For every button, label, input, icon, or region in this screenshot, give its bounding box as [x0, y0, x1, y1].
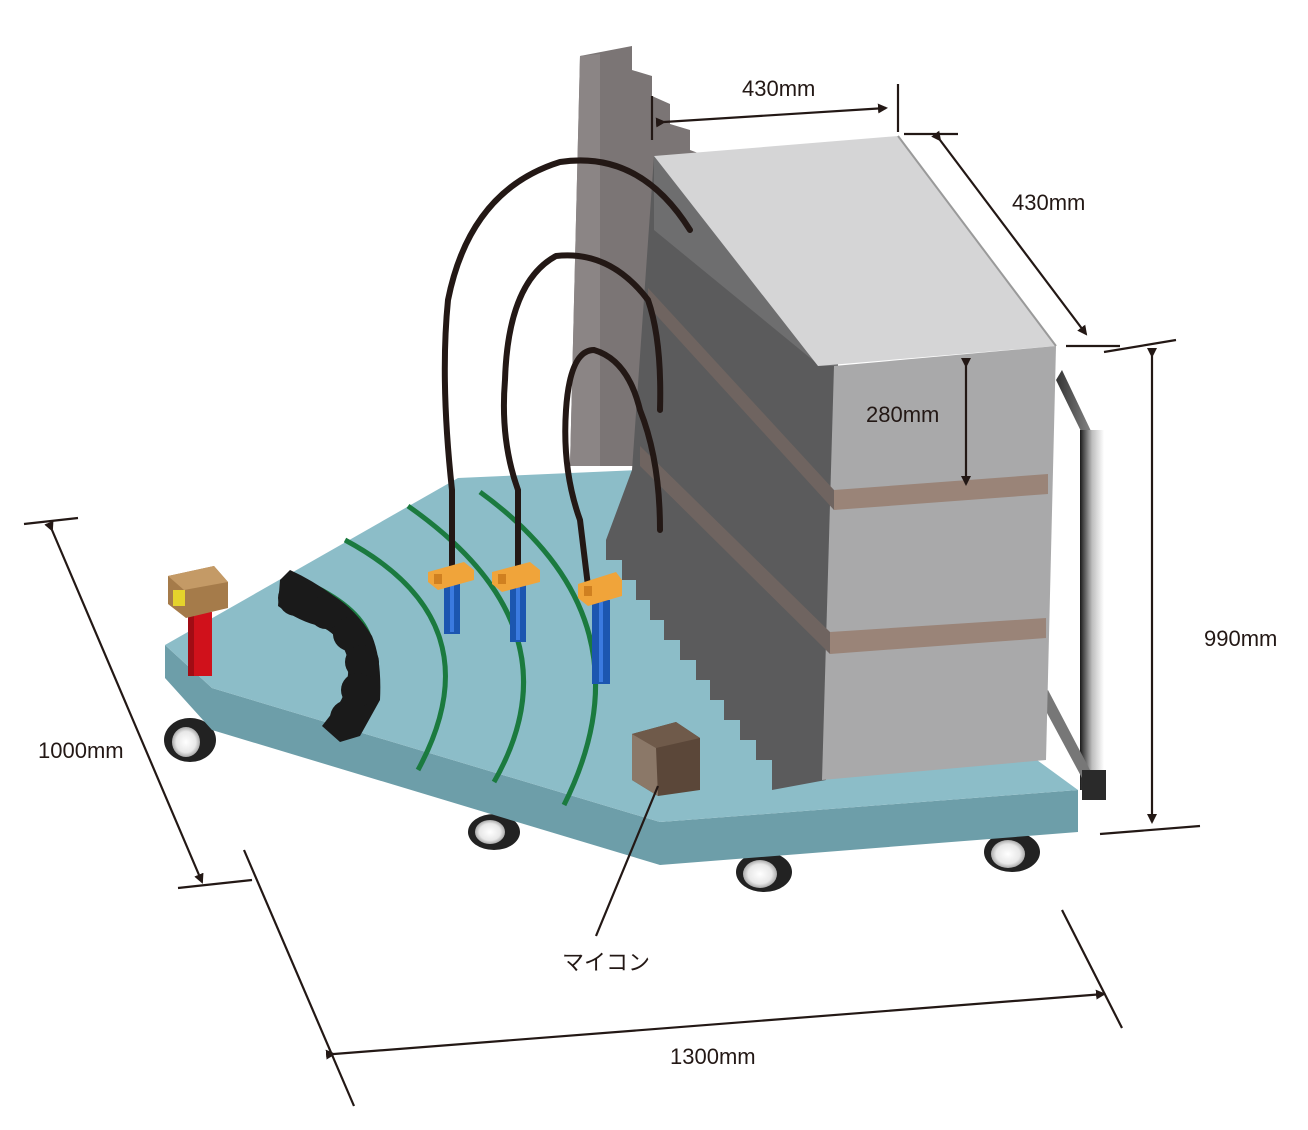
wheel-icon	[736, 852, 792, 892]
platform-edge	[165, 645, 1078, 865]
dim-label-total-height: 990mm	[1204, 626, 1277, 651]
dim-label-base-length: 1300mm	[670, 1044, 756, 1069]
cable-1	[441, 157, 693, 573]
microcontroller-box	[632, 722, 700, 796]
sensor-2	[492, 562, 540, 642]
rail-4	[478, 489, 599, 807]
dimension-lines	[23, 84, 1201, 1107]
dim-label-shelf-gap: 280mm	[866, 402, 939, 427]
wheel-icon	[984, 832, 1040, 872]
rack-front	[822, 346, 1056, 780]
distance-sensors	[428, 562, 622, 684]
label-microcontroller: マイコン	[562, 950, 650, 975]
shelf-band-lower	[830, 618, 1046, 654]
dim-label-top-depth: 430mm	[1012, 190, 1085, 215]
camera-lens-icon	[173, 590, 185, 606]
wheel-icon	[468, 814, 520, 850]
rail-2	[343, 537, 448, 772]
cable-3	[562, 346, 663, 589]
sensor-1	[428, 562, 474, 634]
push-handle	[1040, 370, 1106, 800]
dim-label-base-width: 1000mm	[38, 738, 124, 763]
cable-2	[500, 252, 664, 573]
sensor-cluster	[278, 570, 381, 742]
cables	[441, 157, 693, 589]
shelf-band-upper	[834, 474, 1048, 510]
sensor-3	[578, 572, 622, 684]
dim-label-top-width: 430mm	[742, 76, 815, 101]
